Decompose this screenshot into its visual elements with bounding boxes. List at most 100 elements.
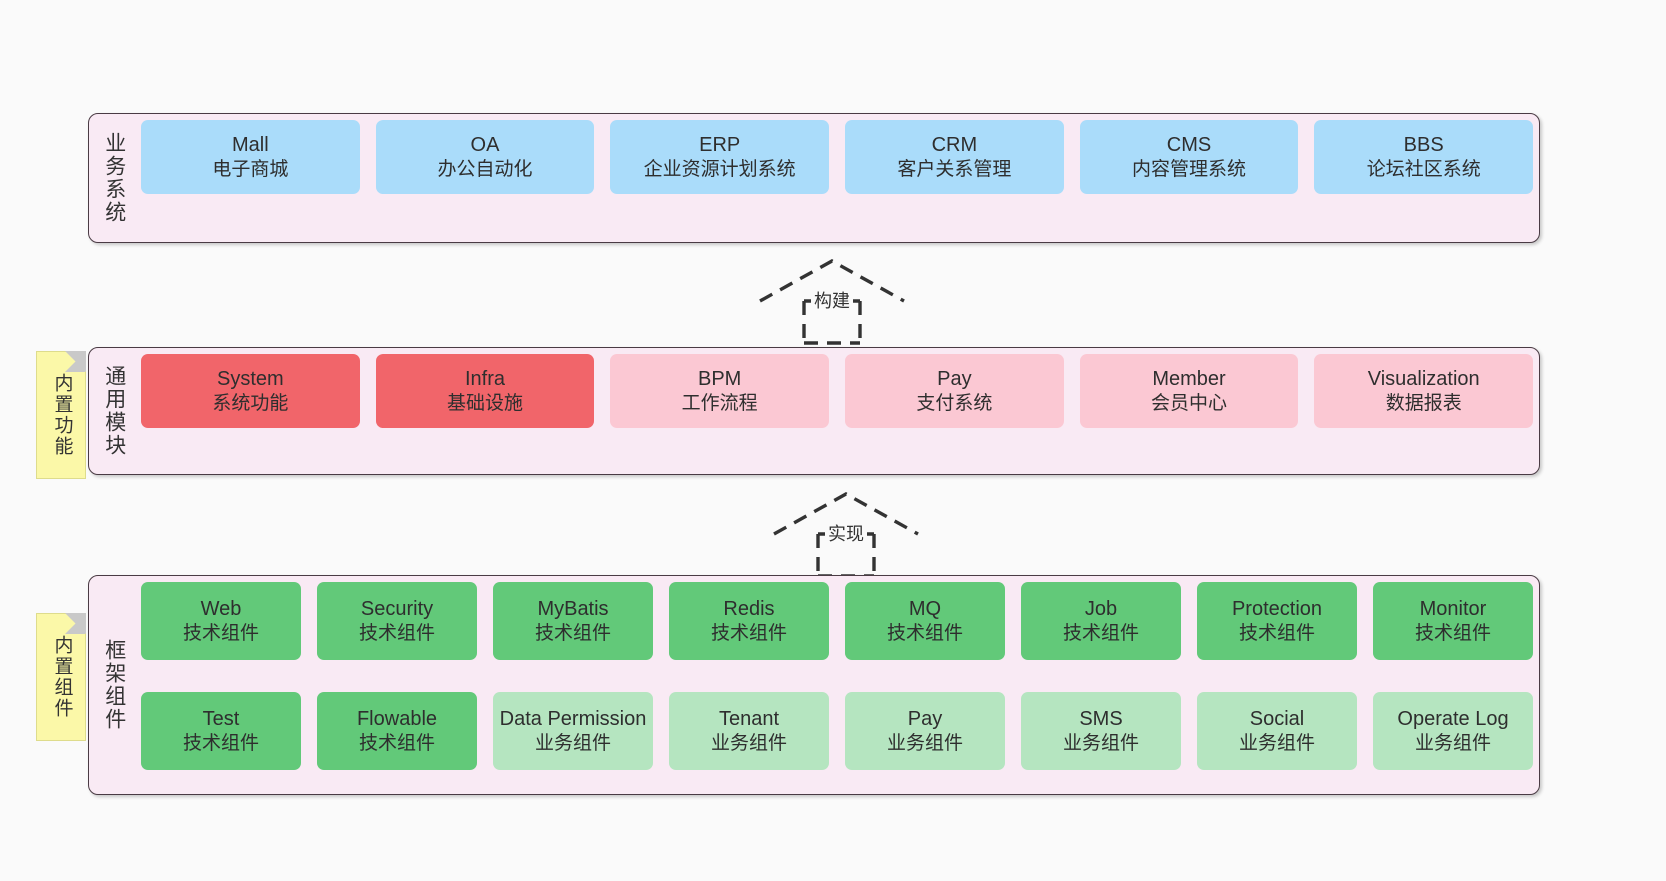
card-title-en: Monitor (1419, 598, 1487, 621)
card-visualization[interactable]: Visualization 数据报表 (1314, 354, 1534, 428)
card-data-permission[interactable]: Data Permission 业务组件 (493, 692, 653, 770)
card-social[interactable]: Social 业务组件 (1197, 692, 1357, 770)
card-title-cn: 业务组件 (1062, 732, 1139, 754)
card-mq[interactable]: MQ 技术组件 (845, 582, 1005, 660)
layer-framework-component[interactable]: 框架组件 Web 技术组件 Security 技术组件 MyBatis 技术组件… (88, 575, 1540, 795)
connector-implement: 实现 (756, 486, 936, 578)
card-title-en: BPM (698, 368, 742, 391)
card-title-cn: 企业资源计划系统 (643, 158, 796, 180)
card-title-cn: 办公自动化 (437, 158, 533, 180)
layer-title-common: 通用模块 (102, 365, 126, 457)
card-mybatis[interactable]: MyBatis 技术组件 (493, 582, 653, 660)
layer-common-module[interactable]: 通用模块 System 系统功能 Infra 基础设施 BPM 工作流程 Pay… (88, 347, 1540, 475)
card-title-cn: 业务组件 (534, 732, 611, 754)
card-title-en: Data Permission (499, 708, 647, 731)
card-title-cn: 电子商城 (212, 158, 289, 180)
note-builtin-component: 内置组件 (36, 613, 86, 741)
note-fold-corner-icon (65, 351, 86, 372)
card-title-cn: 技术组件 (1062, 622, 1139, 644)
layer-title-business: 业务系统 (102, 132, 126, 224)
card-title-en: Mall (232, 134, 269, 157)
card-sms[interactable]: SMS 业务组件 (1021, 692, 1181, 770)
connector-label: 构建 (811, 287, 853, 313)
card-title-en: BBS (1403, 134, 1444, 157)
card-title-en: Flowable (356, 708, 438, 731)
layer-business-system[interactable]: 业务系统 Mall 电子商城 OA 办公自动化 ERP 企业资源计划系统 CRM… (88, 113, 1540, 243)
note-label: 内置功能 (51, 373, 73, 457)
card-title-en: Infra (464, 368, 506, 391)
card-tenant[interactable]: Tenant 业务组件 (669, 692, 829, 770)
card-infra[interactable]: Infra 基础设施 (375, 354, 595, 428)
card-system[interactable]: System 系统功能 (141, 354, 360, 428)
card-title-en: CRM (931, 134, 978, 157)
layer-body-common: System 系统功能 Infra 基础设施 BPM 工作流程 Pay 支付系统… (133, 354, 1534, 468)
card-mall[interactable]: Mall 电子商城 (141, 120, 360, 194)
card-title-cn: 论坛社区系统 (1366, 158, 1481, 180)
card-title-en: Operate Log (1397, 708, 1509, 731)
card-bbs[interactable]: BBS 论坛社区系统 (1314, 120, 1534, 194)
card-title-cn: 技术组件 (1414, 622, 1491, 644)
card-title-cn: 基础设施 (447, 392, 524, 414)
card-title-en: MyBatis (537, 598, 609, 621)
note-fold-corner-icon (65, 613, 86, 634)
card-protection[interactable]: Protection 技术组件 (1197, 582, 1357, 660)
card-title-cn: 技术组件 (182, 622, 259, 644)
card-title-en: OA (470, 134, 500, 157)
card-title-en: Test (202, 708, 240, 731)
card-security[interactable]: Security 技术组件 (317, 582, 477, 660)
card-redis[interactable]: Redis 技术组件 (669, 582, 829, 660)
card-bpm[interactable]: BPM 工作流程 (610, 354, 830, 428)
card-title-cn: 客户关系管理 (897, 158, 1012, 180)
card-title-en: Redis (723, 598, 775, 621)
card-oa[interactable]: OA 办公自动化 (375, 120, 595, 194)
connector-build: 构建 (742, 253, 922, 345)
card-crm[interactable]: CRM 客户关系管理 (845, 120, 1064, 194)
card-title-cn: 技术组件 (710, 622, 787, 644)
card-row: Web 技术组件 Security 技术组件 MyBatis 技术组件 Redi… (141, 582, 1533, 678)
note-label: 内置组件 (51, 635, 73, 719)
card-title-cn: 技术组件 (358, 622, 435, 644)
card-monitor[interactable]: Monitor 技术组件 (1373, 582, 1533, 660)
card-title-cn: 内容管理系统 (1132, 158, 1247, 180)
card-title-en: Web (200, 598, 242, 621)
card-job[interactable]: Job 技术组件 (1021, 582, 1181, 660)
card-title-en: Visualization (1367, 368, 1480, 391)
card-title-en: Pay (937, 368, 972, 391)
card-title-en: Job (1084, 598, 1118, 621)
card-member[interactable]: Member 会员中心 (1079, 354, 1299, 428)
card-title-en: System (216, 368, 284, 391)
note-builtin-feature: 内置功能 (36, 351, 86, 479)
card-title-en: Social (1249, 708, 1305, 731)
layer-body-frame: Web 技术组件 Security 技术组件 MyBatis 技术组件 Redi… (133, 582, 1533, 788)
card-pay-business[interactable]: Pay 业务组件 (845, 692, 1005, 770)
card-title-cn: 系统功能 (212, 392, 289, 414)
card-title-cn: 技术组件 (1238, 622, 1315, 644)
card-title-cn: 技术组件 (182, 732, 259, 754)
card-title-en: Protection (1231, 598, 1323, 621)
card-cms[interactable]: CMS 内容管理系统 (1079, 120, 1299, 194)
card-title-en: MQ (908, 598, 942, 621)
card-title-cn: 技术组件 (886, 622, 963, 644)
card-title-en: ERP (699, 134, 741, 157)
card-title-cn: 技术组件 (534, 622, 611, 644)
card-title-en: Tenant (718, 708, 780, 731)
card-title-cn: 会员中心 (1151, 392, 1228, 414)
card-title-cn: 业务组件 (710, 732, 787, 754)
card-title-cn: 业务组件 (1238, 732, 1315, 754)
card-title-en: Security (360, 598, 434, 621)
card-flowable[interactable]: Flowable 技术组件 (317, 692, 477, 770)
card-pay[interactable]: Pay 支付系统 (845, 354, 1064, 428)
card-title-en: Pay (907, 708, 943, 731)
card-test[interactable]: Test 技术组件 (141, 692, 301, 770)
layer-body-business: Mall 电子商城 OA 办公自动化 ERP 企业资源计划系统 CRM 客户关系… (133, 120, 1534, 236)
card-web[interactable]: Web 技术组件 (141, 582, 301, 660)
connector-label: 实现 (825, 520, 867, 546)
card-title-cn: 工作流程 (681, 392, 758, 414)
card-title-cn: 业务组件 (886, 732, 963, 754)
card-operate-log[interactable]: Operate Log 业务组件 (1373, 692, 1533, 770)
card-title-cn: 支付系统 (916, 392, 993, 414)
layer-title-frame: 框架组件 (102, 639, 126, 731)
card-row: Mall 电子商城 OA 办公自动化 ERP 企业资源计划系统 CRM 客户关系… (141, 120, 1534, 236)
card-title-cn: 业务组件 (1414, 732, 1491, 754)
card-erp[interactable]: ERP 企业资源计划系统 (610, 120, 830, 194)
